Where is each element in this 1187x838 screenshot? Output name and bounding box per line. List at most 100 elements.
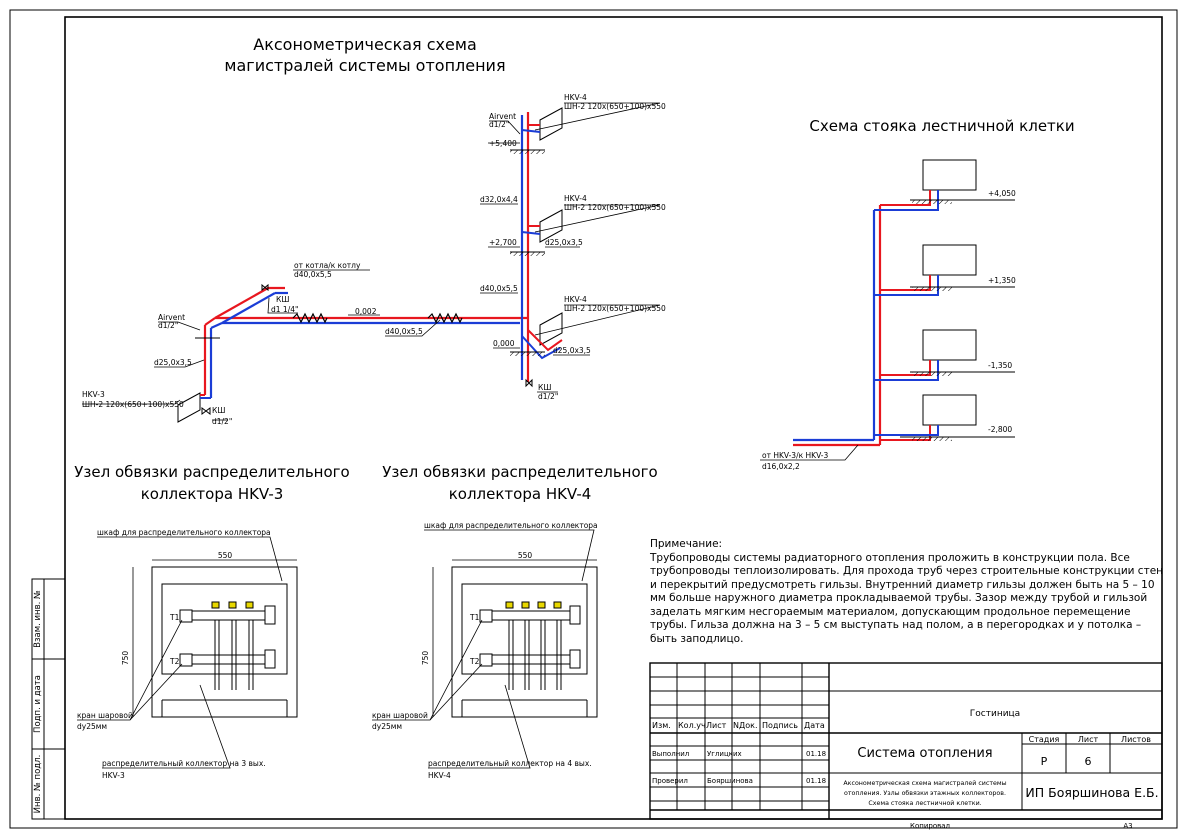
title-block-text: Изм. Кол.уч Лист NДок. Подпись Дата Выпо… [652, 709, 1159, 830]
level-mark: +2,700 [489, 238, 517, 247]
node3-title: коллектора HKV-3 [141, 485, 284, 503]
t1-label: Т1 [169, 613, 180, 622]
stamp-date: 01.18 [806, 777, 826, 785]
radiator [922, 329, 977, 361]
stamp-header: Лист [706, 721, 727, 730]
return-pipe [221, 292, 276, 324]
stamp-role: Проверил [652, 777, 688, 785]
stamp-stage-header: Стадия [1029, 735, 1060, 744]
inner-frame [64, 16, 1163, 820]
stamp-sheet: 6 [1085, 755, 1092, 768]
stamp-header: Дата [804, 721, 825, 730]
valve-label: кран шаровой [372, 711, 428, 720]
ball-valve-icon [261, 283, 269, 292]
collector-label: HKV-4 [428, 771, 451, 780]
node3-title: Узел обвязки распределительного [74, 463, 349, 481]
axon-label: d25,0х3,5 [154, 358, 192, 367]
axon-label: d25,0х3,5 [545, 238, 583, 247]
node-hkv4: 550 750 Т1 Т2 шкаф для распределительног… [372, 521, 598, 780]
stamp-system: Система отопления [857, 746, 992, 761]
hkv4-collector-box [539, 312, 563, 346]
compensator-icon [427, 312, 463, 324]
axon-label: d1/2" [212, 417, 232, 426]
stamp-person: Бояршинова [707, 777, 753, 785]
axon-label: d40,0х5,5 [385, 327, 423, 336]
axon-label: d40,0х5,5 [480, 284, 518, 293]
level-mark: +5,400 [489, 139, 517, 148]
stamp-format: А3 [1123, 822, 1132, 830]
note-heading: Примечание: [650, 538, 723, 550]
level-mark: -2,800 [988, 425, 1012, 434]
supply-pipe [204, 317, 216, 326]
axon-label: HKV-4 [564, 93, 587, 102]
t1-label: Т1 [469, 613, 480, 622]
stamp-date: 01.18 [806, 750, 826, 758]
stamp-sheets-header: Листов [1121, 735, 1151, 744]
t2-label: Т2 [469, 657, 480, 666]
axon-title: Аксонометрическая схема [253, 35, 477, 54]
stamp-copied: Копировал [910, 822, 950, 830]
t2-label: Т2 [169, 657, 180, 666]
axon-label: HKV-4 [564, 295, 587, 304]
axon-label: ШН-2 120х(650+100)х550 [82, 400, 184, 409]
stamp-object: Гостиница [970, 709, 1020, 719]
side-stamp-label: Подп. и дата [33, 675, 43, 733]
hkv4-collector-box [539, 107, 563, 141]
outer-frame [9, 9, 1178, 829]
axon-label: ШН-2 120х(650+100)х550 [564, 203, 666, 212]
axon-label: КШ [538, 383, 551, 392]
level-mark: -1,350 [988, 361, 1012, 370]
level-mark: 0,000 [493, 339, 515, 348]
axon-label: d40,0х5,5 [294, 270, 332, 279]
stamp-desc: Аксонометрическая схема магистралей сист… [843, 779, 1006, 787]
compensator-icon [292, 312, 328, 324]
node4-title: Узел обвязки распределительного [382, 463, 657, 481]
axon-label: d1 1/4" [271, 305, 298, 314]
axon-label: d25,0х3,5 [553, 346, 591, 355]
stair-title: Схема стояка лестничной клетки [809, 117, 1074, 135]
axon-label: КШ [276, 295, 289, 304]
collector-label: распределительный коллектор на 3 вых. [102, 759, 266, 768]
valve-label: dy25мм [372, 722, 402, 731]
side-stamp: Взам. инв. № Подп. и дата Инв. № подл. [31, 578, 66, 820]
axon-label: d1/2" [489, 120, 509, 129]
dim-width: 550 [218, 551, 233, 560]
axon-label: ШН-2 120х(650+100)х550 [564, 304, 666, 313]
stamp-stage: Р [1041, 755, 1048, 768]
collector-label: распределительный коллектор на 4 вых. [428, 759, 592, 768]
dim-height: 750 [421, 651, 430, 666]
axon-label: ШН-2 120х(650+100)х550 [564, 102, 666, 111]
stamp-sheet-header: Лист [1078, 735, 1099, 744]
axon-label: от котла/к котлу [294, 261, 361, 270]
stamp-header: Изм. [652, 721, 671, 730]
axon-label: КШ [212, 406, 225, 415]
cabinet-label: шкаф для распределительного коллектора [424, 521, 598, 530]
axon-scheme: Airvent d1/2" Airvent d1/2" от котла/к к… [82, 93, 666, 426]
stamp-company: ИП Бояршинова Е.Б. [1025, 785, 1158, 800]
axon-label: d1/2" [158, 321, 178, 330]
note-block: Примечание: Трубопроводы системы радиато… [650, 538, 1165, 646]
axon-label: 0,002 [355, 307, 377, 316]
dim-height: 750 [121, 651, 130, 666]
radiator [922, 159, 977, 191]
level-mark: +4,050 [988, 189, 1016, 198]
hkv3-collector-box [177, 392, 201, 423]
return-pipe [210, 321, 223, 330]
node4-title: коллектора HKV-4 [449, 485, 592, 503]
axon-label: Airvent [158, 313, 185, 322]
stair-label: от HKV-3/к HKV-3 [762, 451, 828, 460]
stair-riser-scheme: +4,050 +1,350 -1,350 -2,800 от HKV-3/к H… [760, 159, 1016, 471]
stamp-header: Подпись [762, 721, 798, 730]
stamp-desc: Схема стояка лестничной клетки. [868, 799, 981, 807]
axon-title: магистралей системы отопления [224, 56, 505, 75]
stamp-desc: отопления. Узлы обвязки этажных коллекто… [844, 789, 1006, 797]
axon-label: HKV-4 [564, 194, 587, 203]
side-stamp-label: Взам. инв. № [33, 590, 43, 648]
axon-label: Airvent [489, 112, 516, 121]
radiator [922, 244, 977, 276]
collector-label: HKV-3 [102, 771, 125, 780]
stamp-role: Выполнил [652, 750, 689, 758]
node-hkv3: 550 750 Т1 Т2 шкаф для распределительног… [77, 528, 298, 780]
